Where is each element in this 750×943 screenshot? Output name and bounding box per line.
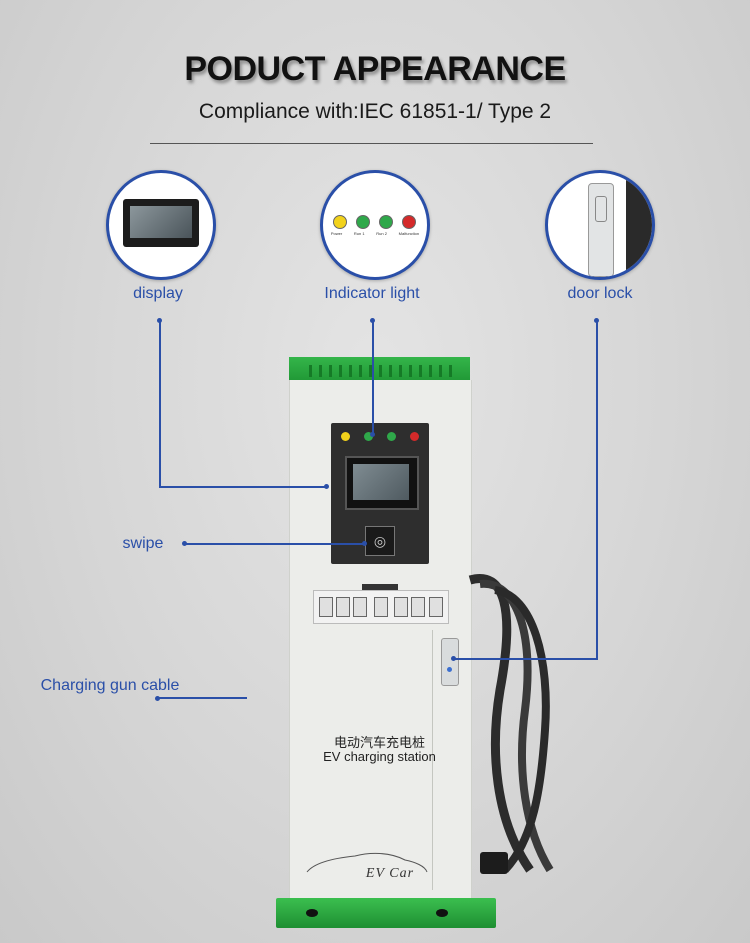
charging-gun-cable-label: Charging gun cable bbox=[40, 677, 180, 694]
page-title: PODUCT APPEARANCE bbox=[184, 50, 566, 88]
breaker-tag bbox=[362, 584, 398, 590]
run1-lamp-icon bbox=[356, 215, 370, 229]
display-frame bbox=[123, 199, 199, 247]
title-divider bbox=[150, 143, 593, 144]
car-outline-icon bbox=[306, 852, 428, 873]
charging-gun-cable bbox=[468, 574, 554, 874]
page-subtitle: Compliance with:IEC 61851-1/ Type 2 bbox=[198, 100, 552, 123]
door-seam bbox=[432, 630, 433, 890]
breaker-switch bbox=[336, 597, 350, 617]
lamp-label: Run 1 bbox=[353, 231, 365, 236]
run2-lamp-icon bbox=[379, 215, 393, 229]
lamp-label: Run 2 bbox=[376, 231, 387, 236]
swipe-label: swipe bbox=[122, 535, 164, 552]
lamp-label: Power bbox=[330, 231, 343, 236]
malfunction-lamp-icon bbox=[410, 432, 419, 441]
cable-pointer-line bbox=[157, 697, 247, 699]
breaker-switch bbox=[429, 597, 443, 617]
door-lock-pointer-dot bbox=[451, 656, 456, 661]
door-lock-icon[interactable] bbox=[441, 638, 459, 686]
display-pointer-dot bbox=[324, 484, 329, 489]
rfid-card-icon[interactable]: ◎ bbox=[365, 526, 395, 556]
door-lock-pointer-line bbox=[596, 320, 598, 660]
malfunction-lamp-icon bbox=[402, 215, 416, 229]
lock-slot bbox=[595, 196, 607, 222]
display-closeup bbox=[106, 170, 216, 280]
breaker-switch bbox=[353, 597, 367, 617]
breaker-panel bbox=[313, 590, 449, 624]
station-base bbox=[276, 898, 496, 928]
breaker-switch bbox=[411, 597, 425, 617]
display-screen bbox=[130, 206, 192, 238]
lamp-label: Malfunction bbox=[398, 231, 420, 236]
display-pointer-line bbox=[159, 486, 327, 488]
run1-lamp-icon bbox=[364, 432, 373, 441]
indicator-pointer-dot bbox=[370, 432, 375, 437]
indicator-pointer-line bbox=[372, 320, 374, 434]
breaker-switch bbox=[319, 597, 333, 617]
breaker-switch bbox=[394, 597, 408, 617]
station-display[interactable] bbox=[345, 456, 419, 510]
ev-car-logo: EV Car bbox=[365, 866, 415, 881]
display-label: display bbox=[133, 285, 183, 302]
door-lock-pointer-line bbox=[453, 658, 598, 660]
breaker-switch bbox=[374, 597, 388, 617]
swipe-pointer-dot bbox=[362, 541, 367, 546]
door-lock-label: door lock bbox=[567, 285, 633, 302]
cable-background bbox=[626, 173, 652, 277]
display-pointer-line bbox=[159, 320, 161, 488]
station-label-cn: 电动汽车充电桩 bbox=[333, 735, 425, 750]
indicator-light-closeup: Power Run 1 Run 2 Malfunction bbox=[320, 170, 430, 280]
power-lamp-icon bbox=[341, 432, 350, 441]
swipe-pointer-line bbox=[184, 543, 365, 545]
station-top-vent bbox=[289, 357, 470, 383]
run2-lamp-icon bbox=[387, 432, 396, 441]
indicator-light-label: Indicator light bbox=[324, 285, 420, 302]
station-label-en: EV charging station bbox=[323, 749, 436, 764]
door-lock-closeup bbox=[545, 170, 655, 280]
power-lamp-icon bbox=[333, 215, 347, 229]
lock-handle bbox=[588, 183, 614, 277]
